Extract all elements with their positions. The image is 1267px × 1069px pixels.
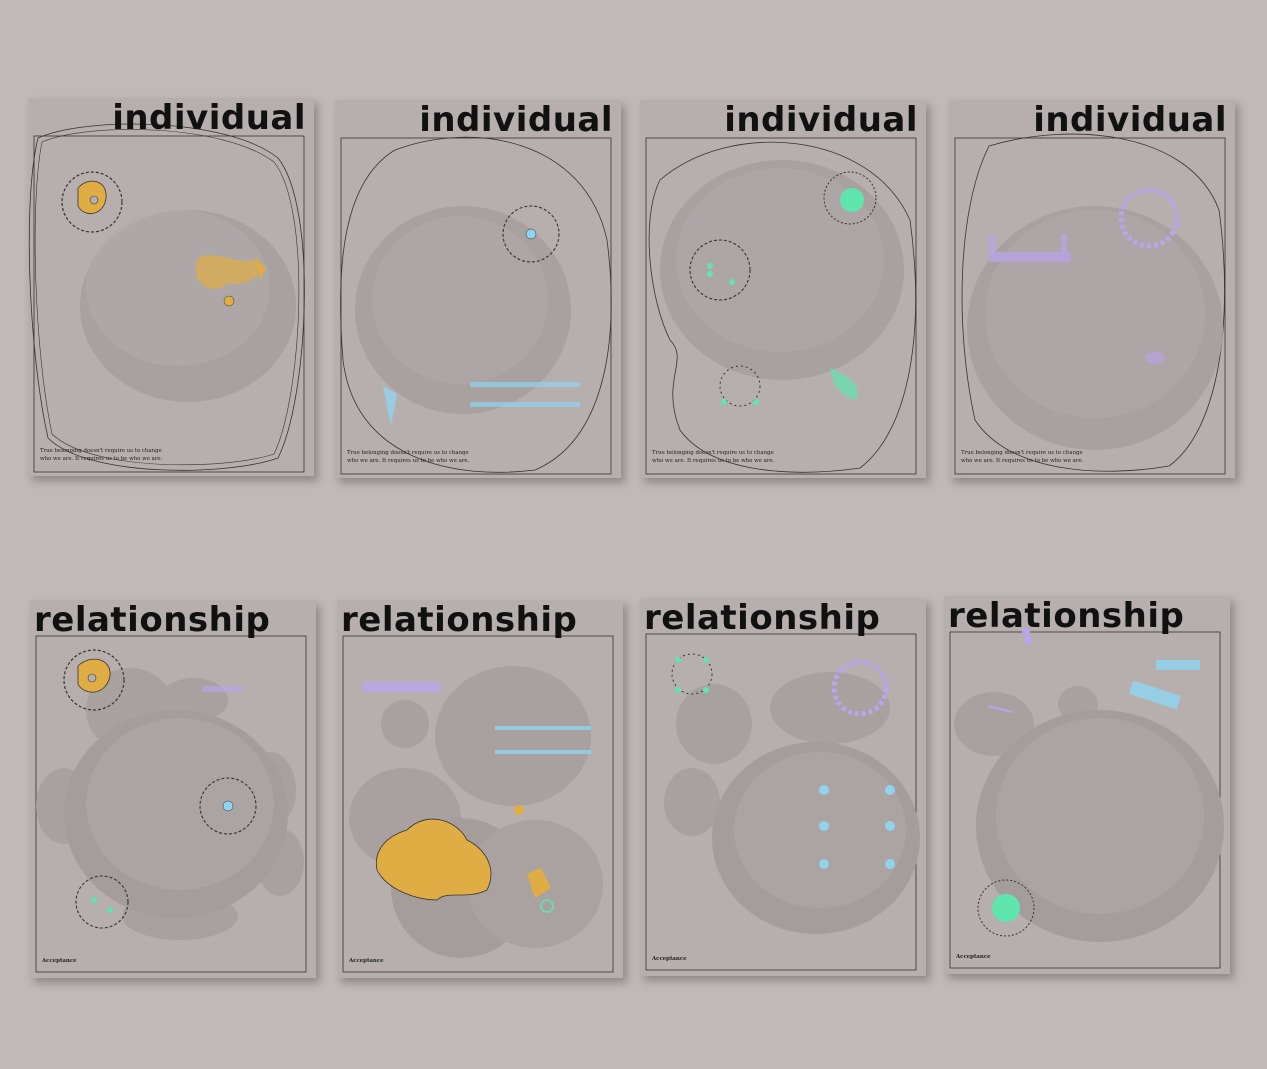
cell-illustration — [342, 635, 614, 973]
caption-line: who we are. It requires us to be who we … — [652, 458, 775, 465]
caption-line: True belonging doesn't require us to cha… — [40, 447, 162, 454]
poster-caption: True belonging doesn't require us to cha… — [652, 449, 822, 466]
poster-heading: individual — [112, 98, 306, 138]
cell-illustration — [35, 635, 307, 973]
poster-heading: individual — [419, 100, 613, 140]
caption-line: who we are. It requires us to be who we … — [40, 456, 163, 463]
poster-heading: individual — [724, 100, 918, 140]
cell-illustration — [28, 123, 305, 473]
cell-illustration — [645, 633, 920, 971]
poster-heading: relationship — [34, 600, 271, 640]
poster-tag: Acceptance — [652, 956, 687, 963]
caption-line: who we are. It requires us to be who we … — [347, 458, 470, 465]
poster-individual-3: individual True belonging doesn't requir… — [640, 100, 926, 478]
cell-illustration — [954, 133, 1226, 475]
poster-heading: relationship — [341, 600, 578, 640]
cell-illustration — [645, 137, 917, 475]
caption-line: who we are. It requires us to be who we … — [961, 458, 1084, 465]
caption-line: True belonging doesn't require us to cha… — [347, 449, 469, 456]
caption-line: True belonging doesn't require us to cha… — [961, 449, 1083, 456]
poster-relationship-2: relationship Acceptance — [337, 600, 623, 978]
cell-illustration — [340, 136, 612, 475]
poster-caption: True belonging doesn't require us to cha… — [961, 449, 1131, 466]
poster-tag: Acceptance — [956, 954, 991, 961]
poster-individual-2: individual True belonging doesn't requir… — [335, 100, 621, 478]
cell-illustration — [949, 628, 1224, 969]
poster-caption: True belonging doesn't require us to cha… — [347, 449, 517, 466]
poster-individual-4: individual True belonging doesn't requir… — [949, 100, 1235, 478]
poster-relationship-3: relationship Acceptance — [640, 598, 926, 976]
poster-tag: Acceptance — [349, 958, 384, 965]
poster-individual-1: individual True belonging doesn't requir… — [28, 98, 314, 476]
poster-tag: Acceptance — [42, 958, 77, 965]
poster-relationship-1: relationship Acceptance — [30, 600, 316, 978]
poster-heading: relationship — [948, 596, 1185, 636]
poster-caption: True belonging doesn't require us to cha… — [40, 447, 210, 464]
caption-line: True belonging doesn't require us to cha… — [652, 449, 774, 456]
poster-relationship-4: relationship Acceptance — [944, 596, 1230, 974]
poster-heading: individual — [1033, 100, 1227, 140]
poster-heading: relationship — [644, 598, 881, 638]
